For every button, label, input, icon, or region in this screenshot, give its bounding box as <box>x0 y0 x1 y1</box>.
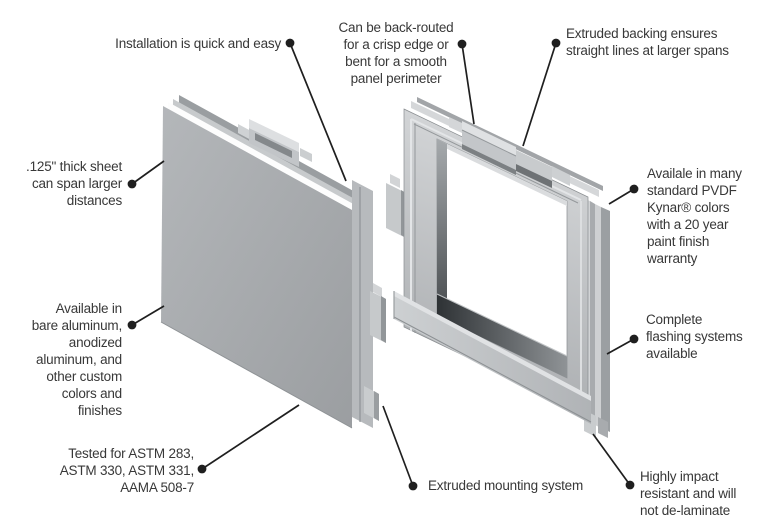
rear-strip-3 <box>595 204 601 428</box>
leader-line-bare-aluminum <box>131 305 165 326</box>
callout-astm-tests: Tested for ASTM 283, ASTM 330, ASTM 331,… <box>59 446 194 495</box>
bottom-mounting-rail <box>393 291 592 424</box>
callout-dot-installation <box>285 38 295 48</box>
clip-slot <box>516 164 552 188</box>
clip-top-face <box>462 121 516 156</box>
layer-tip-2 <box>598 417 608 438</box>
extrusion-clip-bottom <box>364 386 379 421</box>
rail-face <box>394 295 591 424</box>
rear-strip-4 <box>601 207 610 432</box>
right-frame-assembly <box>393 97 610 438</box>
front-sheet <box>161 106 352 428</box>
rail-top-face <box>394 291 591 401</box>
callout-leaders <box>127 38 639 491</box>
leader-line-flashing <box>606 338 635 355</box>
clip-hat <box>390 174 400 188</box>
clip-shadow <box>374 391 379 421</box>
clip-hat <box>373 283 382 297</box>
callout-dot-tested <box>197 464 207 474</box>
leader-line-pvdf <box>608 188 635 205</box>
callout-dot-impact <box>625 480 635 490</box>
callout-sheet-thickness: .125" thick sheet can span larger distan… <box>26 159 122 208</box>
callout-dot-pvdf <box>629 184 639 194</box>
rail-bottom-edge <box>393 316 592 423</box>
callout-dot-mounting <box>408 481 418 491</box>
clip-body <box>516 150 552 181</box>
inner-return-left <box>437 139 447 321</box>
clip-under-shadow <box>462 144 516 175</box>
clip-shadow <box>381 296 386 343</box>
frame-top-clip-large <box>449 117 517 175</box>
leader-line-back-routed <box>461 43 475 125</box>
extrusion-clip-top <box>386 174 406 238</box>
callout-finishes: Available in bare aluminum, anodized alu… <box>31 301 122 418</box>
callout-impact-resistance: Highly impact resistant and will not de-… <box>640 469 737 518</box>
callout-dot-bare-aluminum <box>127 320 137 330</box>
callout-extruded-backing: Extruded backing ensures straight lines … <box>566 26 729 58</box>
callout-flashing-systems: Complete flashing systems available <box>646 312 743 361</box>
panel-mounting-strip <box>352 180 373 428</box>
clip-fold-line <box>461 129 517 157</box>
leader-line-installation <box>289 42 347 182</box>
callout-dot-flashing <box>629 334 639 344</box>
inner-return-top <box>437 139 567 206</box>
clip-tab-right <box>552 166 570 186</box>
frame-top-clip-small <box>516 150 570 188</box>
callout-pvdf-colors: Availale in many standard PVDF Kynar® co… <box>647 166 742 266</box>
callout-dot-sheet125 <box>127 179 137 189</box>
rear-top-edge-dark <box>417 97 603 191</box>
rear-strip-2 <box>590 201 595 425</box>
leader-line-tested <box>201 404 300 470</box>
clip-tab <box>238 124 251 140</box>
extrusion-clip-middle <box>370 283 386 343</box>
top-stiffener-clip <box>238 119 312 167</box>
clip-body <box>462 130 516 170</box>
clip-tab-right <box>300 148 312 162</box>
callout-dot-extruded-backing <box>551 38 561 48</box>
inner-return-bottom <box>437 294 567 378</box>
front-sheet-bottom-edge <box>160 321 353 429</box>
clip-top-face <box>249 119 299 152</box>
inner-return-lit-edge <box>436 293 568 357</box>
callout-installation: Installation is quick and easy <box>115 36 281 51</box>
callout-mounting-system: Extruded mounting system <box>428 478 584 493</box>
leader-line-mounting <box>382 405 414 487</box>
leader-line-extruded-backing <box>522 42 557 147</box>
callout-back-routed: Can be back-routed for a crisp edge or b… <box>338 20 454 86</box>
leader-line-sheet125 <box>131 160 165 185</box>
clip-tab <box>449 117 462 133</box>
clip-slot <box>255 133 292 158</box>
callout-dot-back-routed <box>457 39 467 49</box>
leader-line-impact <box>592 433 631 486</box>
left-panel-assembly <box>160 95 373 429</box>
